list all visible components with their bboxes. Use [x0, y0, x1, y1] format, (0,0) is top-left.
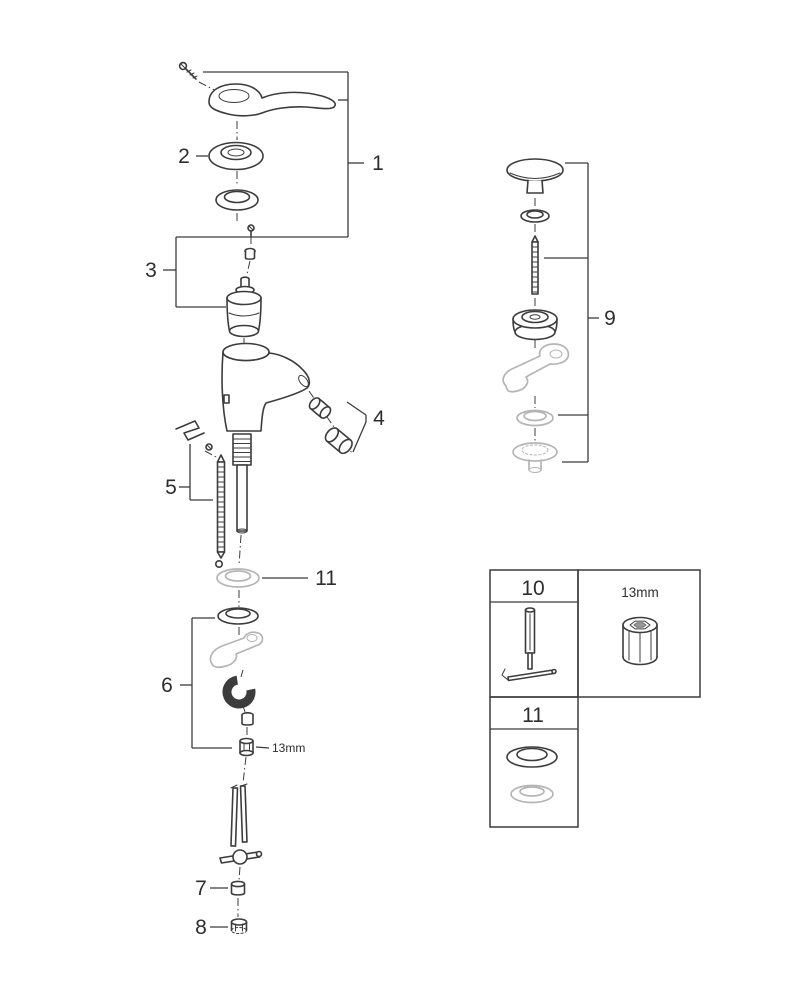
ring-panel-label: 11 [522, 704, 544, 727]
callout-2-label: 2 [178, 145, 190, 168]
horseshoe-clamp-drawing [222, 675, 256, 709]
seal-rings-drawing [506, 746, 558, 804]
waste-plug-drawing [506, 158, 564, 194]
callout-4: 4 [346, 401, 385, 453]
callout-5-label: 5 [165, 476, 177, 499]
callout-1: 1 [203, 71, 384, 237]
tool-panel: 10 [489, 569, 579, 698]
tool-panel-label: 10 [521, 577, 544, 600]
lever-handle-drawing [208, 83, 337, 117]
handle-cap-drawing [208, 141, 264, 171]
waste-rod-drawing [531, 235, 539, 295]
bushing-drawing [230, 880, 246, 896]
callout-6-label: 6 [161, 674, 173, 697]
socket-panel: 13mm [577, 569, 701, 698]
faucet-body-drawing [221, 342, 311, 432]
mounting-tool-drawing [501, 607, 557, 682]
oring-11-drawing [216, 568, 260, 588]
socket-size-label: 13mm [621, 585, 659, 600]
callout-5: 5 [165, 444, 213, 501]
waste-housing-drawing [502, 343, 570, 393]
ring-panel: 11 [489, 696, 579, 828]
supply-shank-drawing [232, 433, 252, 534]
callout-1-label: 1 [372, 152, 384, 175]
callout-8-label: 8 [195, 916, 207, 939]
callout-11-label: 11 [315, 567, 337, 590]
waste-seal-drawing [520, 209, 550, 223]
callout-7-label: 7 [195, 877, 207, 900]
callout-3: 3 [145, 236, 348, 308]
pullrod-assembly-drawing [219, 783, 263, 865]
callout-4-label: 4 [373, 407, 385, 430]
aerator-parts-drawing [308, 397, 353, 455]
popup-waste-assembly-drawing [502, 158, 570, 473]
base-nut-drawing [230, 918, 248, 934]
nut-size-label: 13mm [255, 741, 305, 755]
serrated-washer-drawing [217, 607, 259, 625]
fixing-clip-drawing [175, 420, 213, 451]
nut-size-text: 13mm [272, 741, 305, 755]
threaded-stud-drawing [215, 454, 226, 568]
waste-bottom-flange-drawing [512, 442, 558, 473]
cartridge-drawing [226, 276, 262, 338]
waste-oring-drawing [516, 409, 554, 427]
callout-9-label: 9 [604, 307, 616, 330]
valve-stem-drawing [244, 247, 256, 260]
callout-8: 8 [195, 916, 228, 939]
center-axis-lines [198, 81, 536, 917]
callout-11: 11 [262, 567, 337, 590]
mounting-bracket-drawing [209, 631, 264, 669]
mounting-ring-drawing [215, 189, 259, 211]
socket-tool-drawing [622, 616, 658, 666]
callout-7: 7 [195, 877, 228, 900]
cartridge-screw-drawing [247, 224, 255, 237]
callout-2: 2 [178, 145, 208, 168]
lock-nut-drawing [241, 711, 254, 726]
hex-nut-13mm-drawing [239, 737, 254, 757]
callout-9: 9 [544, 162, 616, 463]
waste-flange-drawing [512, 309, 558, 341]
callout-3-label: 3 [145, 259, 157, 282]
callout-6: 6 [161, 617, 232, 749]
handle-screw-drawing [178, 61, 198, 80]
